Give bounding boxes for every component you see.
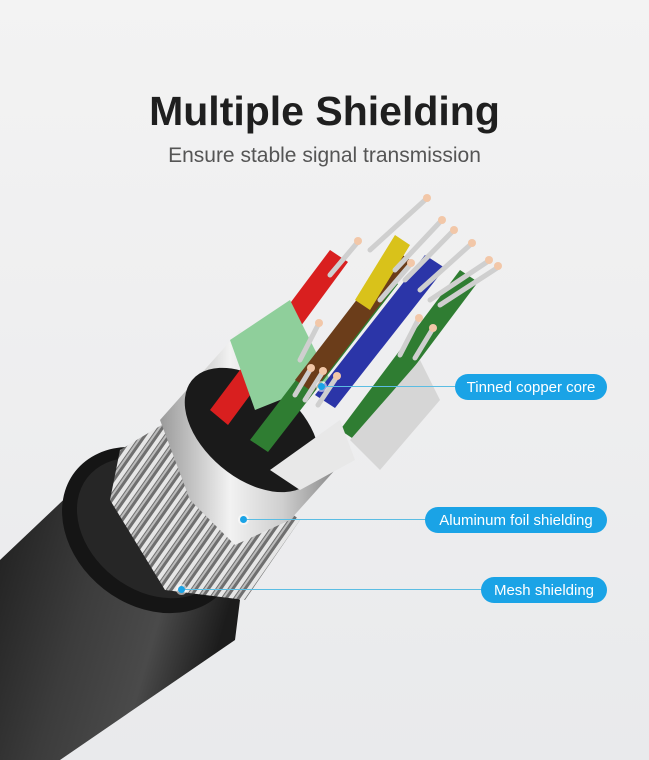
foil-leader-line: [247, 519, 427, 520]
callout-mesh-shielding: Mesh shielding: [481, 577, 607, 603]
braid-marker-dot: [178, 586, 185, 593]
inner-conductors: [210, 194, 502, 490]
conductor-marker-dot: [318, 383, 325, 390]
braid-leader-line: [185, 589, 483, 590]
callout-aluminum-foil-shielding: Aluminum foil shielding: [425, 507, 607, 533]
callout-tinned-copper-core: Tinned copper core: [455, 374, 607, 400]
foil-marker-dot: [240, 516, 247, 523]
conductor-leader-line: [325, 386, 457, 387]
page-subtitle: Ensure stable signal transmission: [168, 144, 481, 167]
page-title: Multiple Shielding: [149, 88, 500, 134]
